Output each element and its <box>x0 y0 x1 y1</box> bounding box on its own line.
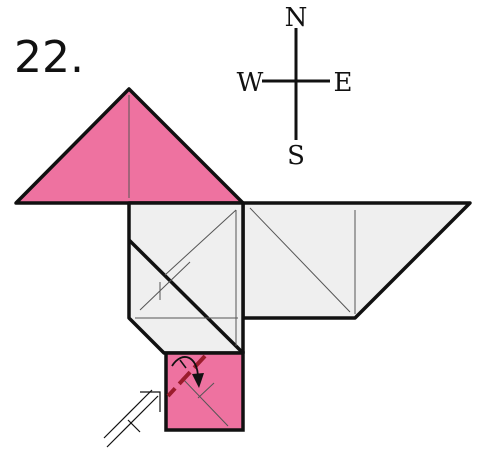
step-number: 22. <box>14 32 84 83</box>
compass: N S E W <box>237 3 353 171</box>
compass-east-label: E <box>334 68 353 98</box>
pink-triangle-flap <box>14 87 245 205</box>
fold-arrow-icon <box>171 356 204 388</box>
compass-north-label: N <box>285 3 308 33</box>
central-grey-body <box>127 201 245 355</box>
compass-west-label: W <box>237 68 264 98</box>
bottom-pink-square <box>164 351 245 432</box>
right-grey-flap <box>241 201 472 320</box>
compass-south-label: S <box>287 141 305 171</box>
inside-reverse-arrow-icon <box>103 389 161 448</box>
valley-fold-line-icon <box>166 354 207 398</box>
